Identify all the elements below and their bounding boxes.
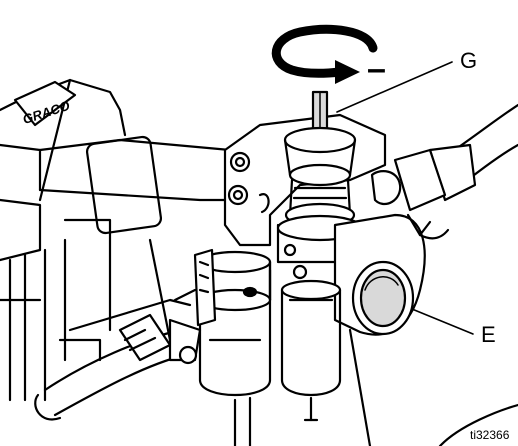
brand-plate: GRACO: [13, 80, 77, 127]
callout-label-e: E: [481, 322, 496, 347]
base-plate: [348, 328, 518, 446]
outlet-hose: [370, 103, 518, 240]
pump-frame: [0, 78, 232, 402]
filter-bowl: [268, 260, 342, 422]
inlet-hose: [34, 313, 202, 421]
rotation-minus-sign: –: [367, 50, 386, 88]
pressure-gauge-icon: [333, 213, 426, 336]
filter-canister: [198, 250, 272, 446]
counterclockwise-arrow-icon: [271, 24, 378, 84]
adjustment-knob-icon: [276, 90, 364, 264]
figure-id: ti32366: [470, 428, 510, 442]
shutoff-lever: [173, 248, 217, 327]
callout-label-g: G: [460, 48, 478, 73]
